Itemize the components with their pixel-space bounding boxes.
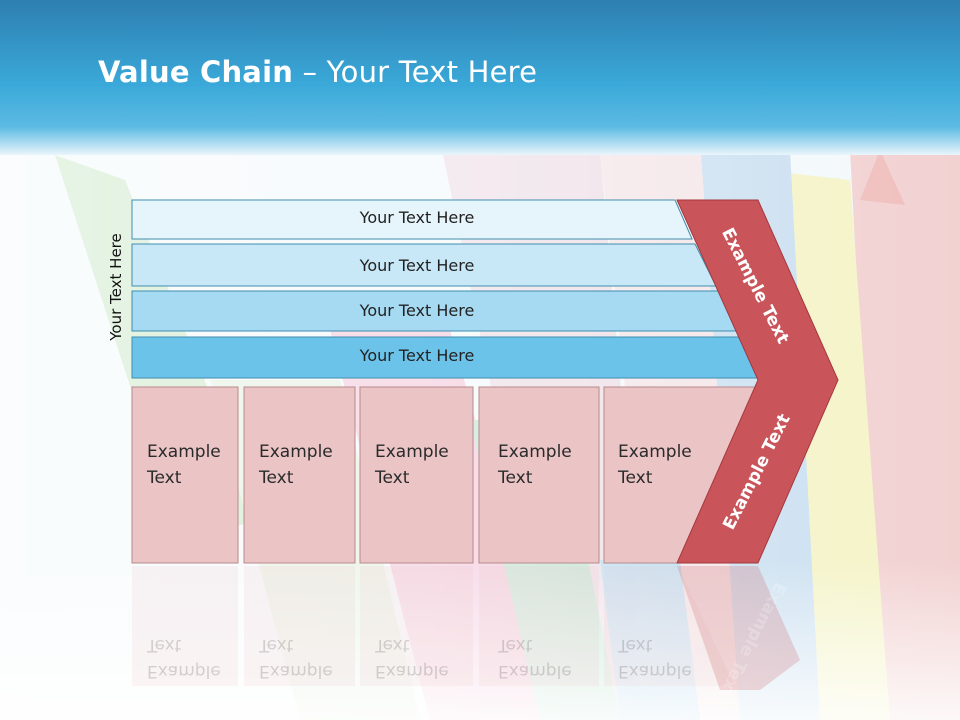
- cell-2-line2: Text: [259, 468, 294, 488]
- cell-1-line1: Example: [147, 442, 221, 462]
- title-bold: Value Chain: [98, 55, 294, 89]
- cell-4-line2: Text: [498, 468, 533, 488]
- slide-title: Value Chain – Your Text Here: [98, 55, 537, 89]
- bar-1-shape: [131, 199, 693, 240]
- cell-4-reflection-line2: Text: [498, 635, 533, 655]
- cell-5-reflection: Example Text: [618, 632, 718, 684]
- cell-2-reflection-line1: Example: [259, 661, 333, 681]
- cell-5-line1: Example: [618, 442, 692, 462]
- title-rest: – Your Text Here: [293, 55, 538, 89]
- cell-3-shape: [359, 386, 474, 564]
- cell-2-line1: Example: [259, 442, 333, 462]
- cell-2-shape: [243, 386, 356, 564]
- cell-5-reflection-line1: Example: [618, 661, 692, 681]
- bar-3-label: Your Text Here: [359, 301, 475, 320]
- cell-3-line1: Example: [375, 442, 449, 462]
- chevron-reflection: [677, 566, 800, 690]
- cell-2-label: Example Text: [259, 439, 359, 491]
- cell-3-line2: Text: [375, 468, 410, 488]
- cell-4-reflection: Example Text: [498, 632, 598, 684]
- cell-5-line2: Text: [618, 468, 653, 488]
- cell-2-reflection-line2: Text: [259, 635, 294, 655]
- cell-1-reflection: Example Text: [147, 632, 247, 684]
- cell-1-reflection-line2: Text: [147, 635, 182, 655]
- cell-1-reflection-line1: Example: [147, 661, 221, 681]
- cell-3-label: Example Text: [375, 439, 475, 491]
- bar-2-label: Your Text Here: [359, 256, 475, 275]
- cell-4-label: Example Text: [498, 439, 598, 491]
- cell-1-label: Example Text: [147, 439, 247, 491]
- cell-3-reflection-line1: Example: [375, 661, 449, 681]
- bar-4-label: Your Text Here: [359, 346, 475, 365]
- cell-4-shape: [478, 386, 600, 564]
- cell-1-shape: [131, 386, 239, 564]
- bar-1-label: Your Text Here: [359, 208, 475, 227]
- cell-2-reflection: Example Text: [259, 632, 359, 684]
- cell-3-reflection-line2: Text: [375, 635, 410, 655]
- cell-3-reflection: Example Text: [375, 632, 475, 684]
- cell-5-reflection-line2: Text: [618, 635, 653, 655]
- cell-4-line1: Example: [498, 442, 572, 462]
- chevron-shape: [676, 199, 839, 564]
- cell-4-reflection-line1: Example: [498, 661, 572, 681]
- cell-5-label: Example Text: [618, 439, 718, 491]
- cell-1-line2: Text: [147, 468, 182, 488]
- cells-reflection: [132, 566, 735, 686]
